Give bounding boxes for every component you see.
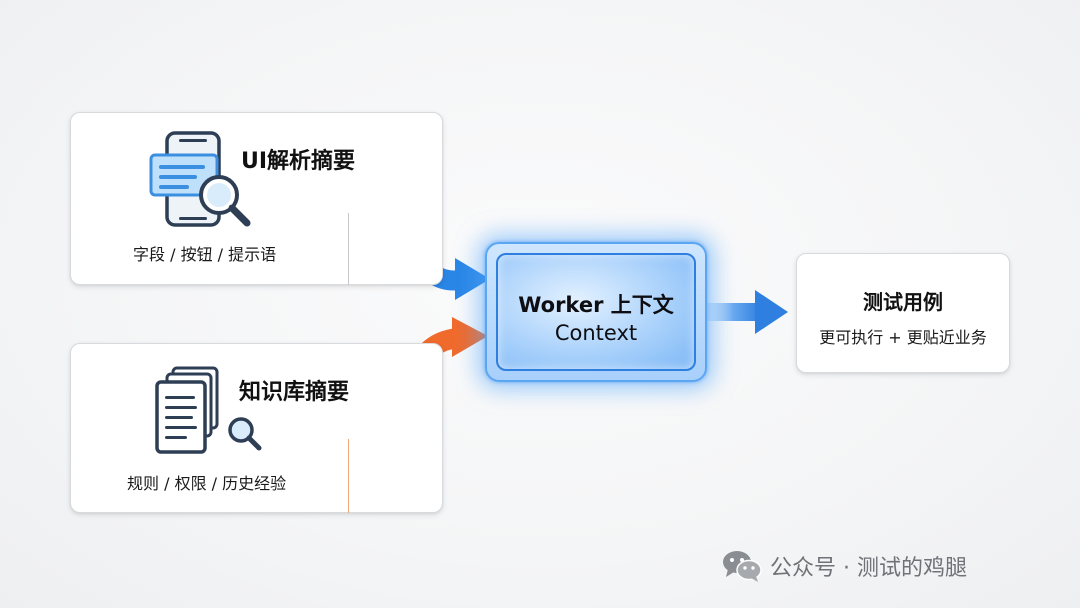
kb-summary-subtitle: 规则 / 权限 / 历史经验: [127, 474, 287, 493]
test-cases-title: 测试用例: [863, 290, 943, 314]
worker-context-inner: Worker 上下文 Context: [496, 253, 696, 371]
kb-summary-title: 知识库摘要: [239, 380, 350, 405]
worker-context-subtitle: Context: [554, 321, 638, 345]
test-cases-card: 测试用例 更可执行 + 更贴近业务: [796, 253, 1010, 373]
ui-card-divider: [348, 213, 349, 285]
watermark: 公众号 · 测试的鸡腿: [722, 548, 967, 584]
test-cases-subtitle: 更可执行 + 更贴近业务: [819, 328, 987, 347]
kb-summary-card: 知识库摘要 规则 / 权限 / 历史经验: [70, 343, 443, 513]
wechat-icon: [723, 551, 762, 582]
context-to-output-arrow: [706, 290, 788, 334]
kb-card-divider: [348, 439, 349, 513]
ui-summary-title: UI解析摘要: [241, 149, 356, 174]
worker-context-title: Worker 上下文: [518, 293, 674, 317]
ui-summary-subtitle: 字段 / 按钮 / 提示语: [133, 245, 277, 264]
ui-summary-card: UI解析摘要 字段 / 按钮 / 提示语: [70, 112, 443, 285]
worker-context-box: Worker 上下文 Context: [485, 242, 707, 382]
phone-magnifier-icon: [149, 131, 259, 229]
documents-magnifier-icon: [155, 366, 271, 460]
watermark-text: 公众号 · 测试的鸡腿: [770, 556, 967, 581]
